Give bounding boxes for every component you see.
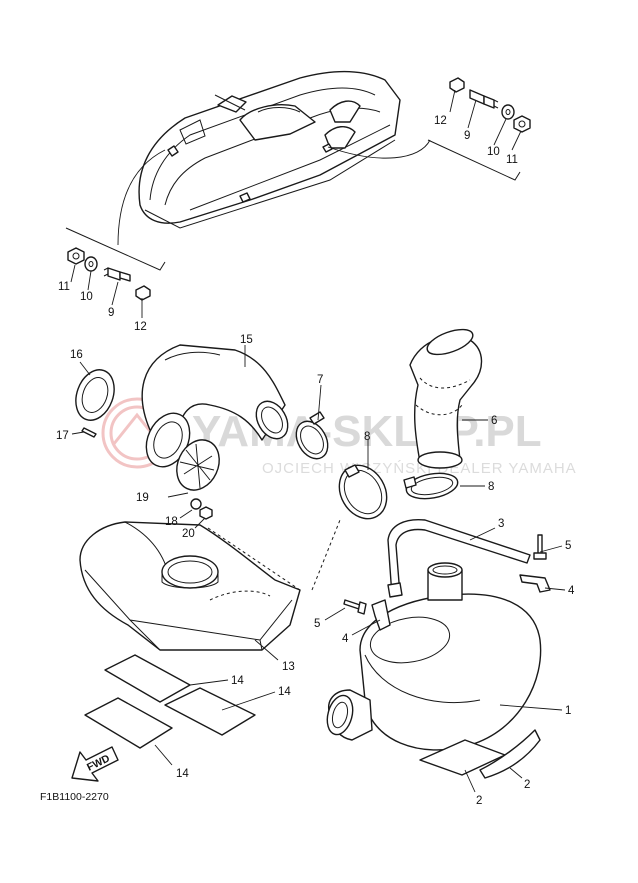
valve-9-left <box>107 267 121 281</box>
valve-9-right <box>469 89 485 105</box>
part-strap-3 <box>387 518 531 598</box>
part-bracket-4b <box>371 599 391 631</box>
callout-10-left: 10 <box>80 291 93 303</box>
callout-14b: 14 <box>278 686 291 698</box>
hex-nut-11-left <box>67 247 85 265</box>
callout-11-right: 11 <box>506 154 518 166</box>
watercraft-illustration <box>138 70 401 229</box>
callout-13: 13 <box>282 661 295 673</box>
callout-1: 1 <box>565 705 571 717</box>
callout-leaders <box>70 89 566 793</box>
part-bolt-5a <box>533 534 547 560</box>
part-bracket-4a <box>519 574 551 593</box>
leader-to-inset-right <box>327 139 431 159</box>
part-bolt-17 <box>81 427 97 438</box>
assembly-line-b <box>311 519 341 591</box>
assembly-line-a <box>207 527 301 591</box>
fwd-direction-arrow: FWD <box>71 746 119 782</box>
clip-12-left <box>135 285 151 301</box>
callout-2b: 2 <box>524 779 530 791</box>
part-clamp-7 <box>295 411 329 460</box>
callout-4a: 4 <box>568 585 575 597</box>
callout-11-left: 11 <box>58 281 70 293</box>
callout-5a: 5 <box>565 540 571 552</box>
part-muffler-1 <box>326 562 542 751</box>
callout-20: 20 <box>182 528 195 540</box>
inset-parts-right <box>449 77 531 133</box>
callout-15: 15 <box>240 334 253 346</box>
inset-bracket-left <box>65 227 166 271</box>
washer-10-left <box>84 256 98 272</box>
callout-9-right: 9 <box>464 130 470 142</box>
callout-8b: 8 <box>488 481 494 493</box>
callout-7: 7 <box>317 374 323 386</box>
part-bolt-5b <box>343 599 367 615</box>
part-flange-16 <box>75 369 115 421</box>
callout-10-right: 10 <box>487 146 500 158</box>
part-pad-14c <box>84 697 173 749</box>
callout-18: 18 <box>165 516 178 528</box>
part-hose-6 <box>409 328 483 469</box>
callout-8a: 8 <box>364 431 370 443</box>
callout-9-left: 9 <box>108 307 114 319</box>
callout-19: 19 <box>136 492 149 504</box>
inset-bracket-right <box>427 139 521 181</box>
part-clamp-8b <box>403 472 459 500</box>
callout-4b: 4 <box>342 633 349 645</box>
part-clamp-8a <box>338 464 388 520</box>
callout-14c: 14 <box>176 768 189 780</box>
part-intake-chamber <box>141 344 289 468</box>
watermark-sub-text: OJCIECH WICZYŃSKI DEALER YAMAHA <box>262 460 577 477</box>
callout-17: 17 <box>56 430 69 442</box>
callout-12-left: 12 <box>134 321 147 333</box>
leader-to-inset-left <box>117 149 166 246</box>
part-airbox-13 <box>79 521 301 651</box>
part-shield-2b <box>479 729 541 779</box>
callout-2a: 2 <box>476 795 482 807</box>
part-pad-14a <box>104 654 191 703</box>
callout-14a: 14 <box>231 675 244 687</box>
callout-3: 3 <box>498 518 504 530</box>
figure-reference-code: F1B1100-2270 <box>40 791 109 803</box>
hex-nut-11-right <box>513 115 531 133</box>
callout-5b: 5 <box>314 618 320 630</box>
part-washer-18 <box>190 498 213 520</box>
part-pad-14b <box>164 687 256 736</box>
callout-16: 16 <box>70 349 83 361</box>
callout-numbers: 1 2 2 3 4 4 5 5 6 7 8 8 9 9 10 10 11 11 … <box>56 115 575 807</box>
inset-parts-left <box>67 247 151 301</box>
callout-12-right: 12 <box>434 115 447 127</box>
callout-6: 6 <box>491 415 497 427</box>
clip-12-right <box>449 77 465 93</box>
part-screen-20 <box>176 439 220 491</box>
washer-10-right <box>501 104 515 120</box>
